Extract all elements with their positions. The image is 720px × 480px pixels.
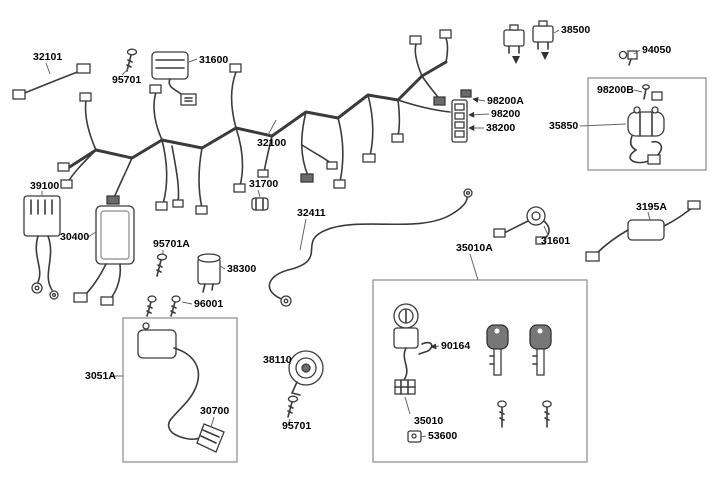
part-90164-drawing bbox=[418, 341, 433, 355]
part-label-30700: 30700 bbox=[200, 405, 229, 417]
part-label-35010: 35010 bbox=[414, 415, 443, 427]
part-label-98200A: 98200A bbox=[487, 95, 524, 107]
part-3051A-coil-drawing bbox=[137, 322, 207, 440]
arrow-down-icon bbox=[541, 52, 549, 60]
part-31601-drawing bbox=[493, 206, 550, 245]
part-label-98200B: 98200B bbox=[597, 84, 634, 96]
part-label-38300: 38300 bbox=[227, 263, 256, 275]
part-label-31601: 31601 bbox=[541, 235, 570, 247]
part-30400-drawing bbox=[73, 205, 135, 306]
part-label-39100: 39100 bbox=[30, 180, 59, 192]
screw-icon bbox=[497, 400, 507, 428]
part-label-90164: 90164 bbox=[441, 340, 470, 352]
part-label-31700: 31700 bbox=[249, 178, 278, 190]
part-label-38110: 38110 bbox=[263, 354, 292, 366]
key-icon bbox=[529, 324, 552, 376]
key-icon bbox=[486, 324, 509, 376]
part-3195A-drawing bbox=[585, 200, 701, 262]
part-53600-drawing bbox=[407, 430, 422, 443]
group-box-98200B bbox=[587, 77, 707, 171]
part-95701-top-drawing bbox=[126, 48, 138, 72]
part-98200B-drawing bbox=[642, 84, 663, 101]
part-38110-drawing bbox=[288, 350, 324, 396]
arrow-down-icon bbox=[512, 56, 520, 64]
part-39100-drawing bbox=[23, 195, 61, 300]
part-30700-plug-cap-drawing bbox=[196, 423, 225, 453]
part-label-96001: 96001 bbox=[194, 298, 223, 310]
part-label-31600: 31600 bbox=[199, 54, 228, 66]
part-95701A-drawing bbox=[156, 253, 168, 277]
part-35010-ignition-switch-drawing bbox=[393, 303, 419, 395]
part-label-30400: 30400 bbox=[60, 231, 89, 243]
part-95701-bottom-drawing bbox=[287, 395, 299, 418]
part-label-3195A: 3195A bbox=[636, 201, 667, 213]
screw-icon bbox=[542, 400, 552, 428]
part-label-32100: 32100 bbox=[257, 137, 286, 149]
group-box-35010A bbox=[372, 279, 588, 463]
part-label-53600: 53600 bbox=[428, 430, 457, 442]
part-label-98200: 98200 bbox=[491, 108, 520, 120]
part-label-95701-bottom: 95701 bbox=[282, 420, 311, 432]
part-label-38200: 38200 bbox=[486, 122, 515, 134]
part-label-94050: 94050 bbox=[642, 44, 671, 56]
part-label-3051A: 3051A bbox=[85, 370, 116, 382]
part-label-38500: 38500 bbox=[561, 24, 590, 36]
part-38200-fusebox-drawing bbox=[451, 89, 472, 143]
part-32101-drawing bbox=[12, 63, 91, 100]
part-label-95701-top: 95701 bbox=[112, 74, 141, 86]
wire-harness-drawing bbox=[57, 29, 452, 215]
part-94050-drawing bbox=[618, 50, 638, 66]
part-32411-drawing bbox=[268, 188, 473, 307]
part-label-35850: 35850 bbox=[549, 120, 578, 132]
part-96001-drawing bbox=[146, 295, 181, 317]
part-38300-drawing bbox=[197, 253, 221, 293]
part-38500-drawing bbox=[503, 20, 554, 64]
part-35850-drawing bbox=[627, 106, 665, 165]
part-labels: 32101 95701 31600 38500 94050 98200A 982… bbox=[30, 24, 671, 442]
leader-lines bbox=[41, 29, 651, 438]
part-label-35010A: 35010A bbox=[456, 242, 493, 254]
part-31700-drawing bbox=[251, 197, 269, 211]
group-box-3051A bbox=[122, 317, 238, 463]
part-31600-drawing bbox=[151, 51, 197, 106]
part-label-32411: 32411 bbox=[297, 207, 326, 219]
part-label-32101: 32101 bbox=[33, 51, 62, 63]
part-label-95701A: 95701A bbox=[153, 238, 190, 250]
